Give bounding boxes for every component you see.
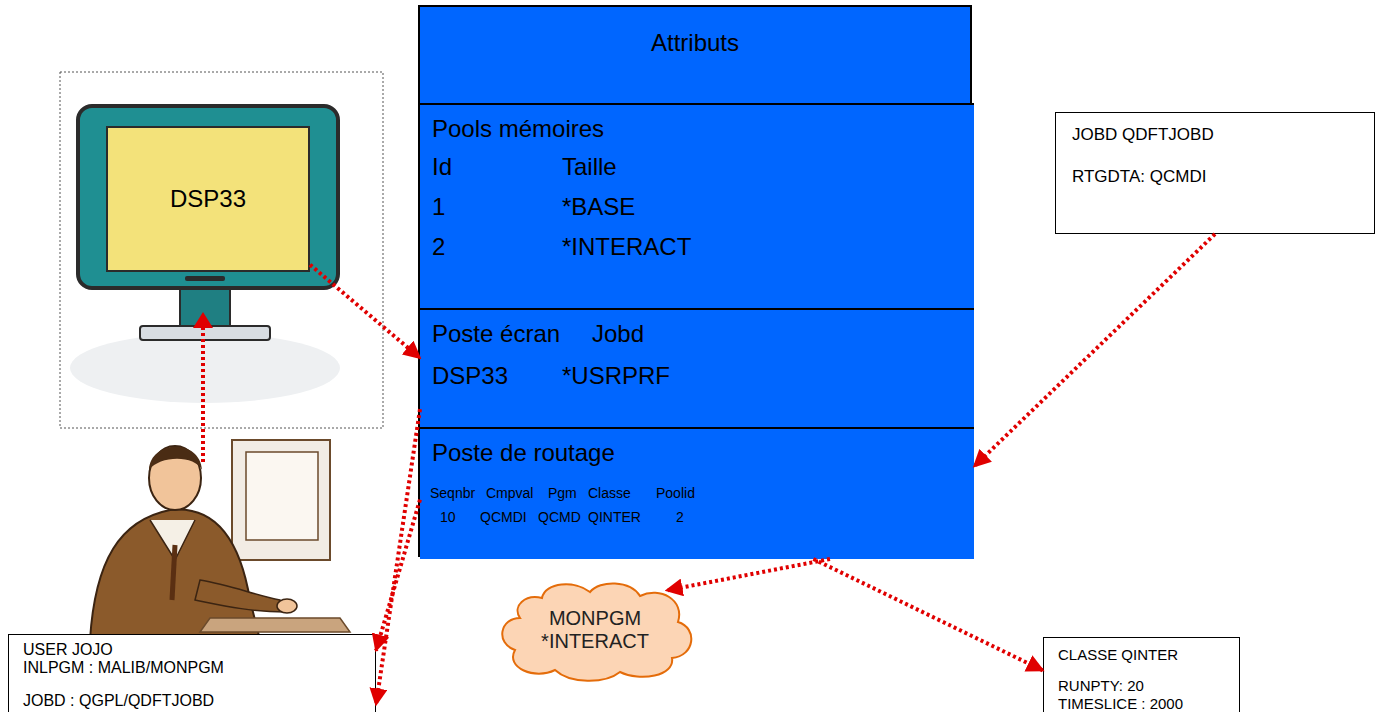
node-text: JOBD QDFTJOBD	[1072, 125, 1358, 145]
node-text: *BASE	[562, 193, 635, 221]
node-text: 2	[432, 233, 445, 261]
dotted-arrow	[376, 500, 420, 651]
node-text: CLASSE QINTER	[1058, 646, 1225, 663]
attribute-panel: AttributsPools mémoiresId Taille 1 *BASE 2 *I…	[418, 5, 972, 557]
node-text: JOBD : QGPL/QDFTJOBD	[23, 692, 361, 710]
person-illustration	[90, 440, 350, 640]
screen-box: DSP33	[106, 126, 310, 272]
class-box: CLASSE QINTER RUNPTY: 20TIMESLICE : 2000	[1043, 637, 1240, 712]
node-text: Cmpval	[486, 485, 533, 501]
node-text: TIMESLICE : 2000	[1058, 695, 1225, 712]
node-text: QCMD	[538, 509, 581, 525]
dotted-arrow	[813, 559, 1043, 671]
dotted-arrow	[376, 409, 420, 705]
node-text: 1	[432, 193, 445, 221]
node-text: QCMDI	[480, 509, 527, 525]
node-text: MONPGM	[549, 607, 641, 630]
leader-arrow	[193, 312, 213, 462]
node-text: 2	[676, 509, 684, 525]
dotted-frame	[60, 72, 383, 428]
node-text: Pgm	[548, 485, 577, 501]
node-text: Taille	[562, 153, 617, 181]
node-text: Seqnbr	[430, 485, 475, 501]
node-text: DSP33	[432, 362, 508, 390]
node-text: Attributs	[420, 29, 970, 57]
jobd-box: JOBD QDFTJOBD RTGDTA: QCMDI	[1055, 112, 1375, 234]
node-text: QINTER	[588, 509, 641, 525]
node-text: Poste de routage	[432, 439, 615, 467]
user-box: USER JOJOINLPGM : MALIB/MONPGM JOBD : QGP…	[8, 634, 376, 712]
node-text: Id	[432, 153, 452, 181]
cloud-shape: MONPGM*INTERACT	[490, 578, 700, 682]
dotted-arrow	[974, 234, 1215, 467]
workstation-section: Poste écran JobdDSP33 *USRPRF	[420, 308, 974, 427]
routing-section: Poste de routageSeqnbr Cmpval Pgm Classe Poo…	[420, 427, 974, 559]
dotted-arrow	[666, 559, 830, 590]
node-text: Poolid	[656, 485, 695, 501]
node-text: *USRPRF	[562, 362, 670, 390]
node-text: Jobd	[592, 320, 644, 348]
node-text: 10	[440, 509, 456, 525]
node-text: DSP33	[170, 185, 246, 213]
node-text: Classe	[588, 485, 631, 501]
node-text: *INTERACT	[562, 233, 691, 261]
node-text: INLPGM : MALIB/MONPGM	[23, 659, 361, 677]
pool-section: Pools mémoiresId Taille 1 *BASE 2 *INTERACT	[420, 103, 974, 308]
node-text: RTGDTA: QCMDI	[1072, 167, 1358, 187]
node-text: USER JOJO	[23, 641, 361, 659]
cloud-path	[502, 583, 691, 680]
node-text: Poste écran	[432, 320, 560, 348]
node-text: RUNPTY: 20	[1058, 677, 1225, 694]
node-text: *INTERACT	[541, 630, 649, 653]
node-text: Pools mémoires	[432, 115, 604, 143]
